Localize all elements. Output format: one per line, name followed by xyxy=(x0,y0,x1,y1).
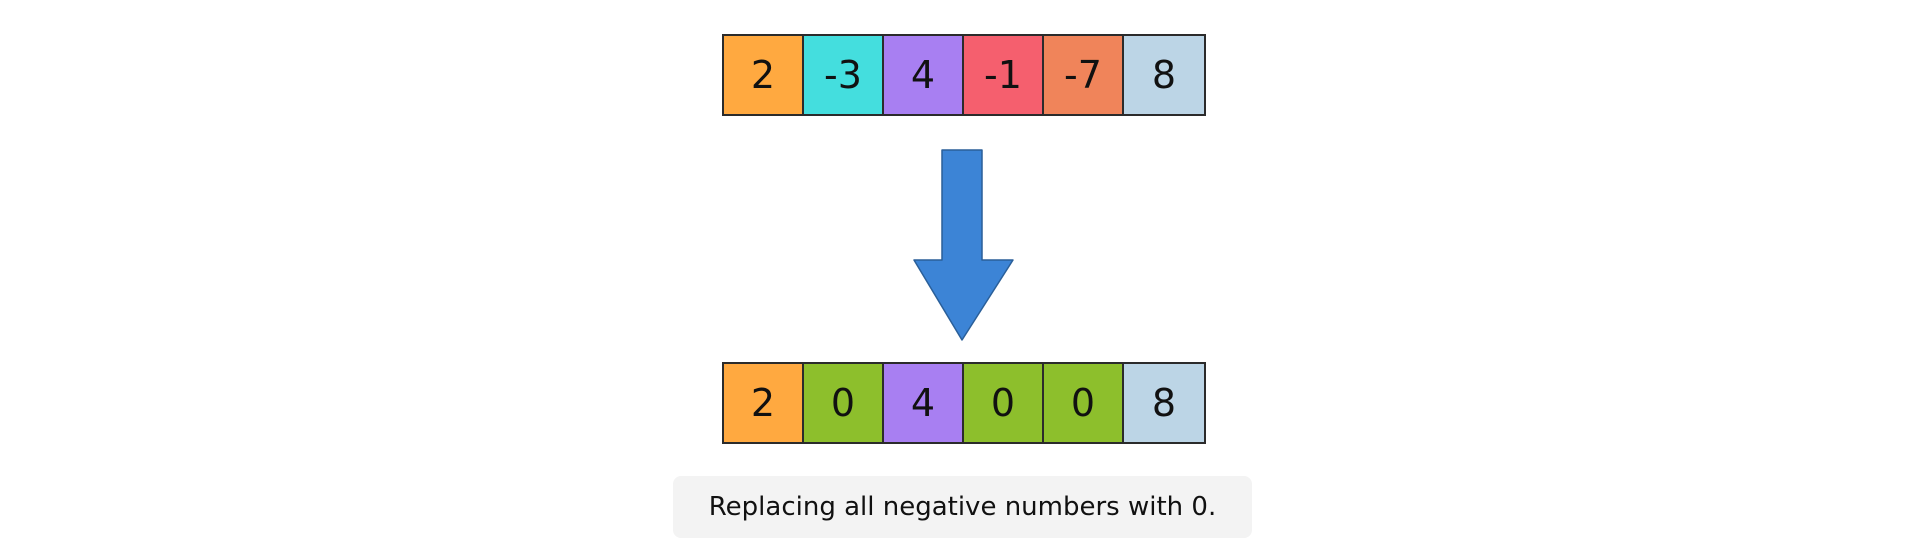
output-cell-4: 0 xyxy=(1044,364,1124,442)
input-cell-0: 2 xyxy=(724,36,804,114)
input-array: 2 -3 4 -1 -7 8 xyxy=(722,34,1206,116)
input-cell-5: 8 xyxy=(1124,36,1204,114)
output-cell-3: 0 xyxy=(964,364,1044,442)
caption-text: Replacing all negative numbers with 0. xyxy=(708,492,1217,522)
input-cell-4: -7 xyxy=(1044,36,1124,114)
output-cell-1: 0 xyxy=(804,364,884,442)
input-cell-1: -3 xyxy=(804,36,884,114)
output-cell-5: 8 xyxy=(1124,364,1204,442)
output-cell-2: 4 xyxy=(884,364,964,442)
arrow-down-icon xyxy=(913,149,1014,341)
output-array: 2 0 4 0 0 8 xyxy=(722,362,1206,444)
output-cell-0: 2 xyxy=(724,364,804,442)
input-cell-2: 4 xyxy=(884,36,964,114)
caption-box: Replacing all negative numbers with 0. xyxy=(673,476,1252,538)
input-cell-3: -1 xyxy=(964,36,1044,114)
